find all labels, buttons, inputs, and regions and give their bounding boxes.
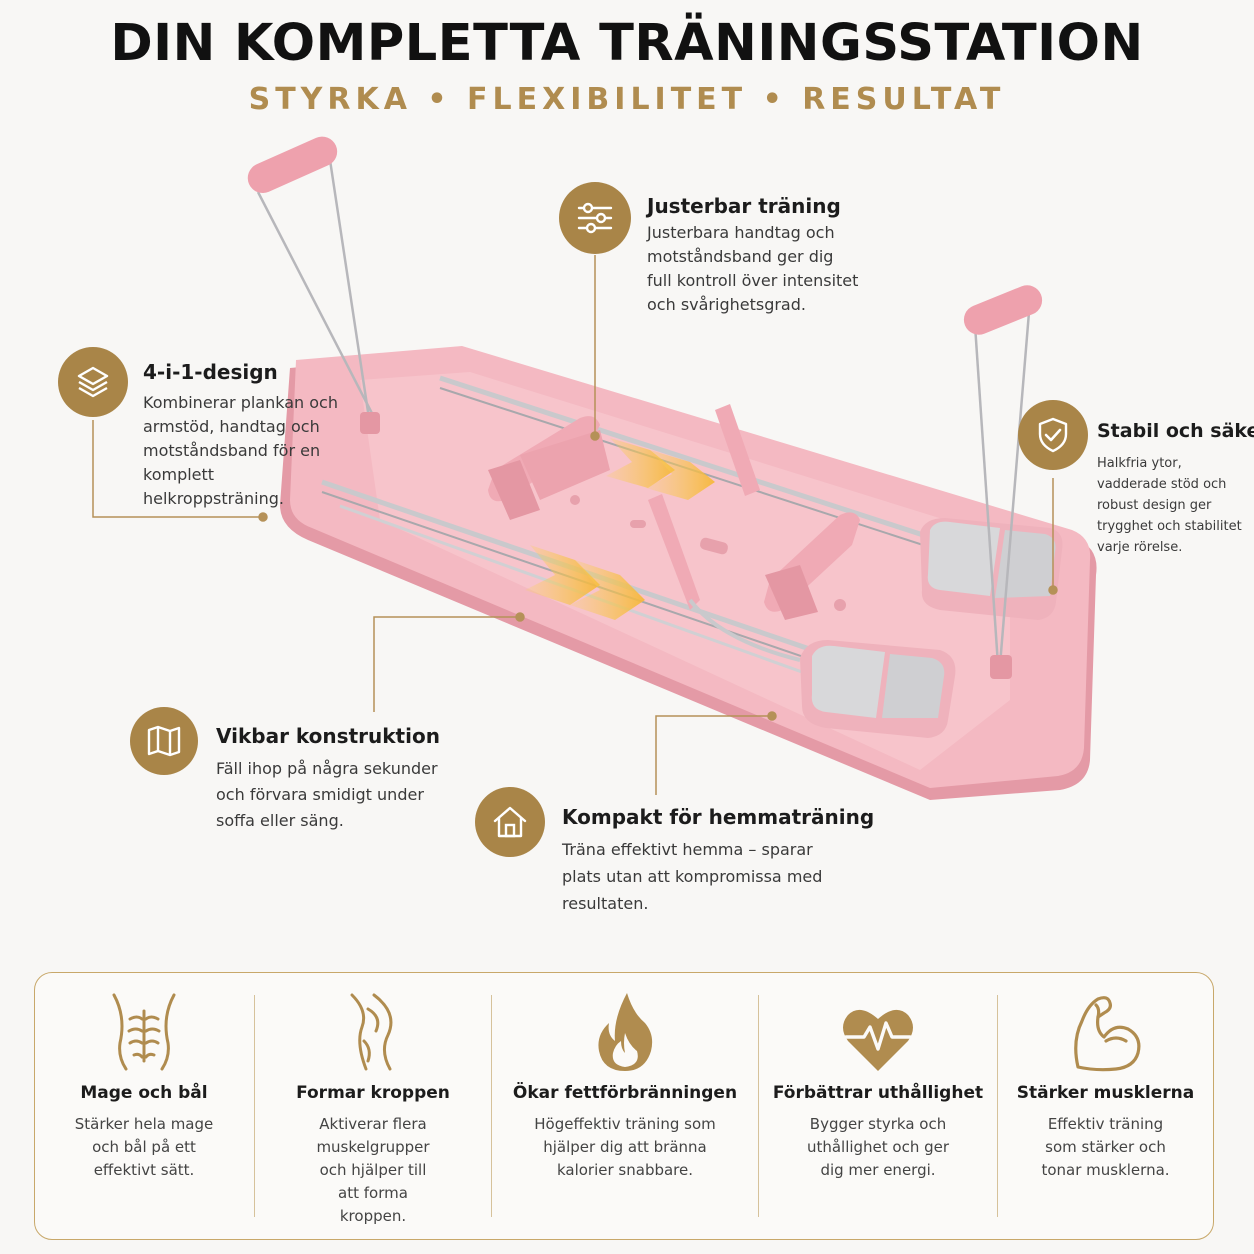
benefit-shape: Formar kroppen Aktiverar flera muskelgru… [255, 973, 491, 1241]
heart-pulse-icon [843, 1009, 913, 1071]
benefit-title-abs: Mage och bål [80, 1083, 208, 1103]
page-subtitle: STYRKA • FLEXIBILITET • RESULTAT [248, 82, 1006, 117]
feature-icon-layers [58, 347, 128, 417]
benefit-fat-burn: Ökar fettförbränningen Högeffektiv träni… [492, 973, 758, 1241]
benefit-body-shape: Aktiverar flera muskelgrupper och hjälpe… [316, 1115, 430, 1225]
feature-icon-sliders [559, 182, 631, 254]
body-curve-icon [350, 993, 393, 1071]
product-illustration [247, 136, 1097, 800]
flame-icon [598, 993, 653, 1071]
feature-body-compact: Träna effektivt hemma – sparar plats uta… [562, 840, 823, 913]
benefit-title-endurance: Förbättrar uthållighet [772, 1083, 984, 1103]
benefit-muscles: Stärker musklerna Effektiv träning som s… [998, 973, 1213, 1241]
benefit-title-fat-burn: Ökar fettförbränningen [512, 1083, 738, 1103]
feature-title-stable: Stabil och säker [1097, 420, 1254, 442]
feature-title-foldable: Vikbar konstruktion [216, 724, 440, 748]
feature-title-adjustable: Justerbar träning [647, 194, 841, 218]
bicep-icon [1073, 996, 1140, 1072]
feature-body-design: Kombinerar plankan och armstöd, handtag … [143, 393, 338, 508]
benefit-title-muscles: Stärker musklerna [1016, 1083, 1195, 1103]
benefit-divider [997, 995, 998, 1217]
layers-icon [77, 366, 109, 398]
shield-check-icon [1038, 417, 1068, 453]
feature-body-foldable: Fäll ihop på några sekunder och förvara … [216, 759, 438, 830]
benefit-body-fat-burn: Högeffektiv träning som hjälper dig att … [534, 1115, 716, 1179]
benefit-endurance: Förbättrar uthållighet Bygger styrka och… [759, 973, 997, 1241]
benefits-panel: Mage och bål Stärker hela mage och bål p… [34, 972, 1214, 1240]
benefit-divider [491, 995, 492, 1217]
benefit-body-abs: Stärker hela mage och bål på ett effekti… [74, 1115, 214, 1179]
benefit-body-endurance: Bygger styrka och uthållighet och ger di… [806, 1115, 950, 1179]
benefit-divider [254, 995, 255, 1217]
benefit-title-shape: Formar kroppen [296, 1083, 450, 1103]
page-title: DIN KOMPLETTA TRÄNINGSSTATION [110, 14, 1144, 73]
folding-map-icon [147, 725, 181, 757]
feature-icon-map [130, 707, 198, 775]
abs-icon [112, 993, 176, 1071]
benefit-divider [758, 995, 759, 1217]
benefit-body-muscles: Effektiv träning som stärker och tonar m… [1041, 1115, 1170, 1179]
sliders-icon [577, 202, 613, 234]
feature-icon-house [475, 787, 545, 857]
feature-icon-shield [1018, 400, 1088, 470]
benefit-abs: Mage och bål Stärker hela mage och bål p… [35, 973, 253, 1241]
feature-title-design: 4-i-1-design [143, 360, 278, 384]
feature-body-adjustable: Justerbara handtag och motståndsband ger… [647, 223, 859, 314]
house-icon [493, 806, 527, 838]
feature-body-stable: Halkfria ytor, vadderade stöd och robust… [1097, 456, 1242, 555]
feature-title-compact: Kompakt för hemmaträning [562, 805, 875, 829]
